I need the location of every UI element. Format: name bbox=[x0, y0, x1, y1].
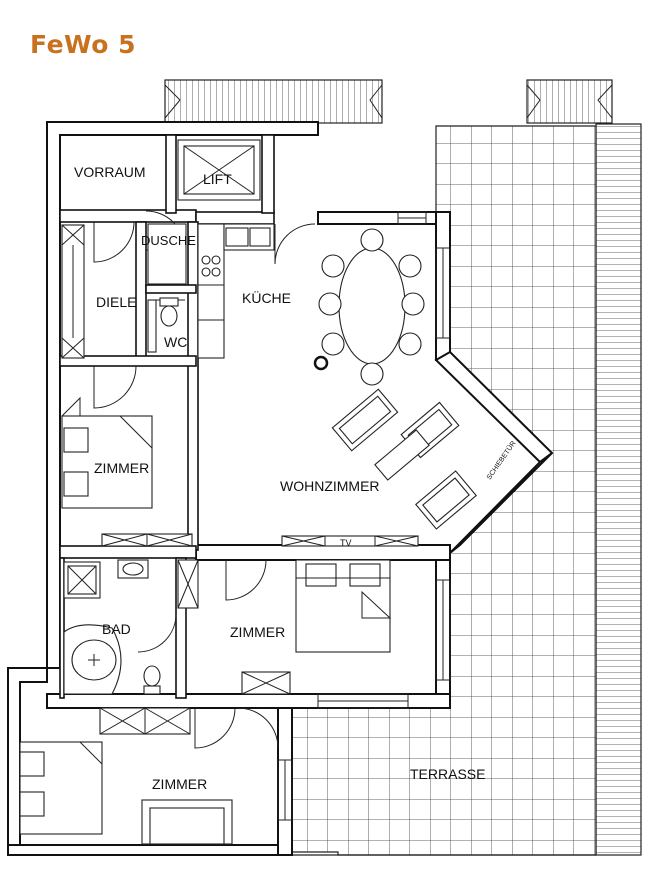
label-terrasse: TERRASSE bbox=[410, 766, 485, 782]
label-wc: WC bbox=[164, 334, 187, 350]
label-dusche: DUSCHE bbox=[141, 233, 196, 248]
zimmer-2-furniture bbox=[241, 559, 392, 695]
label-zimmer-2: ZIMMER bbox=[230, 624, 285, 640]
sofa-set bbox=[331, 388, 477, 530]
terrace bbox=[164, 79, 642, 856]
lift bbox=[177, 139, 261, 201]
tv-unit bbox=[281, 535, 419, 547]
label-lift: LIFT bbox=[203, 171, 232, 187]
bathroom-fixtures bbox=[63, 559, 199, 695]
page-title: FeWo 5 bbox=[30, 30, 136, 59]
label-zimmer-3: ZIMMER bbox=[152, 776, 207, 792]
label-schiebetuer: SCHIEBETÜR bbox=[485, 440, 517, 482]
windows bbox=[277, 211, 451, 821]
label-wohnzimmer: WOHNZIMMER bbox=[280, 478, 380, 494]
railing-top-right bbox=[526, 79, 613, 124]
outer-walls bbox=[7, 121, 554, 856]
label-tv: TV bbox=[340, 538, 352, 548]
zimmer-1-furniture bbox=[61, 396, 193, 547]
label-diele: DIELE bbox=[96, 294, 136, 310]
label-kueche: KÜCHE bbox=[242, 289, 291, 306]
railing-right bbox=[595, 123, 642, 856]
zimmer-3-furniture bbox=[19, 707, 233, 845]
dining-table bbox=[313, 228, 425, 386]
interior-walls bbox=[59, 134, 275, 699]
wc bbox=[147, 297, 179, 353]
railing-top-left bbox=[164, 79, 383, 124]
label-vorraum: VORRAUM bbox=[74, 164, 146, 180]
label-zimmer-1: ZIMMER bbox=[94, 460, 149, 476]
diele-wardrobe bbox=[61, 224, 85, 359]
shower bbox=[147, 223, 187, 285]
kitchen bbox=[197, 223, 275, 359]
label-bad: BAD bbox=[102, 621, 131, 637]
